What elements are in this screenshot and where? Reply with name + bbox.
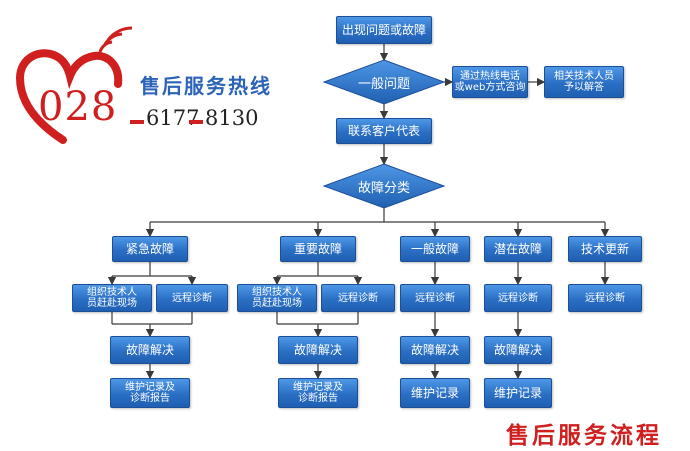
onsite-box: 组织技术人 员赶赴现场 — [72, 284, 152, 312]
heart-phone-logo — [15, 26, 133, 144]
number-dash — [130, 120, 144, 124]
contact-rep-box: 联系客户代表 — [336, 118, 432, 144]
number-dash — [189, 120, 203, 124]
process-title: 售后服务流程 — [506, 423, 662, 449]
resolve-box: 故障解决 — [110, 336, 190, 364]
remote-diagnosis-box: 远程诊断 — [484, 284, 552, 312]
record-box: 维护记录及 诊断报告 — [278, 378, 358, 408]
hotline-title: 售后服务热线 — [140, 74, 272, 98]
phone-number-part1: 6177 — [146, 106, 200, 130]
decision-classify-label: 故障分类 — [357, 180, 410, 196]
start-box: 出现问题或故障 — [336, 16, 432, 44]
remote-diagnosis-box: 远程诊断 — [400, 284, 470, 312]
area-code: 028 — [38, 84, 118, 130]
remote-diagnosis-box: 远程诊断 — [568, 284, 642, 312]
record-box: 维护记录及 诊断报告 — [110, 378, 190, 408]
tech-answer-box: 相关技术人员 予以解答 — [544, 66, 624, 98]
decision-diamond-general — [322, 59, 446, 105]
category-urgent: 紧急故障 — [112, 236, 188, 262]
onsite-box: 组织技术人 员赶赴现场 — [237, 284, 317, 312]
resolve-box: 故障解决 — [400, 336, 470, 364]
resolve-box: 故障解决 — [484, 336, 552, 364]
category-tech-update: 技术更新 — [568, 236, 642, 262]
record-box: 维护记录 — [400, 378, 470, 408]
remote-diagnosis-box: 远程诊断 — [156, 284, 228, 312]
phone-number-part2: 8130 — [205, 106, 259, 130]
category-important: 重要故障 — [280, 236, 356, 262]
contact-methods-box: 通过热线电话 或web方式咨询 — [452, 66, 528, 98]
category-potential: 潜在故障 — [484, 236, 552, 262]
decision-diamond-classify — [322, 163, 446, 209]
remote-diagnosis-box: 远程诊断 — [321, 284, 395, 312]
decision-general-label: 一般问题 — [357, 76, 410, 92]
resolve-box: 故障解决 — [278, 336, 358, 364]
record-box: 维护记录 — [484, 378, 552, 408]
category-general: 一般故障 — [400, 236, 470, 262]
